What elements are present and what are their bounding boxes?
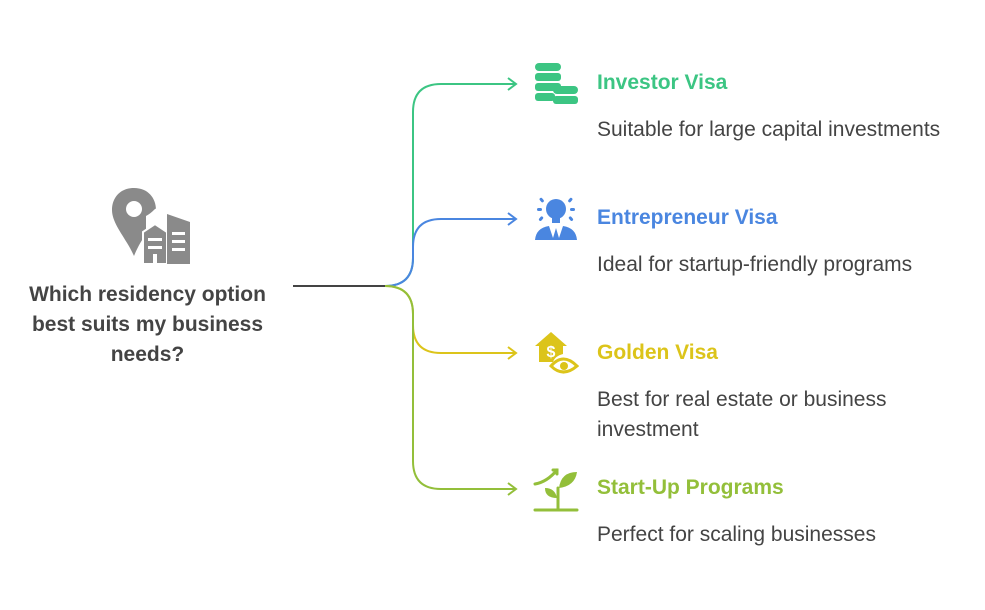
branch-line-entrepreneur <box>384 218 516 287</box>
branch-description-investor-visa: Suitable for large capital investments <box>597 118 941 141</box>
arrow-head-investor <box>507 77 518 91</box>
sprout-growth-icon <box>533 468 579 512</box>
central-question: Which residency option best suits my bus… <box>29 283 266 366</box>
house-dollar-eye-icon: $ <box>535 332 579 374</box>
branch-line-startup <box>384 285 516 490</box>
branch-line-investor <box>384 83 516 287</box>
svg-text:$: $ <box>547 344 556 361</box>
branch-description-golden-visa: Best for real estate or business investm… <box>597 388 887 441</box>
branch-title-investor-visa: Investor Visa <box>597 71 728 94</box>
branch-description-start-up-programs: Perfect for scaling businesses <box>597 523 876 546</box>
branch-description-entrepreneur-visa: Ideal for startup-friendly programs <box>597 253 913 276</box>
branch-title-start-up-programs: Start-Up Programs <box>597 476 784 499</box>
arrow-head-startup <box>507 482 518 496</box>
arrow-head-entrepreneur <box>507 212 518 226</box>
branch-title-entrepreneur-visa: Entrepreneur Visa <box>597 206 778 229</box>
idea-person-icon <box>535 197 577 240</box>
branch-line-golden <box>384 285 516 354</box>
coins-stack-icon <box>535 63 578 104</box>
location-buildings-icon <box>112 188 190 265</box>
arrow-head-golden <box>507 346 518 360</box>
branch-title-golden-visa: Golden Visa <box>597 341 718 364</box>
